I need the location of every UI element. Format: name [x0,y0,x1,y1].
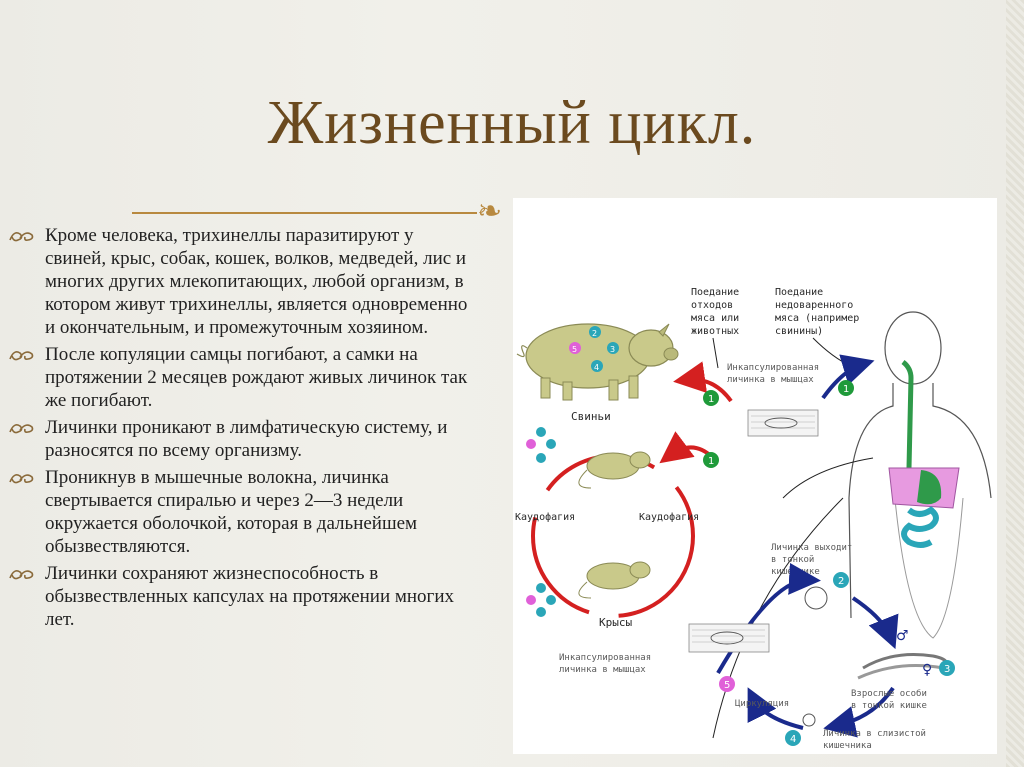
label-caudophagy-left: Каудофагия [515,511,575,523]
label-adults-line2: в тонкой кишке [851,701,927,711]
label-encapsulated-top-line1: Инкапсулированная [727,363,819,373]
label-mucosa-line1: Личинка в слизистой [823,729,926,739]
label-rats: Крысы [599,616,632,629]
svg-text:1: 1 [708,456,714,467]
larva-mucosa [803,714,815,726]
larva-capsule [805,587,827,609]
label-eating-meat-line1: Поедание [775,287,823,298]
rat-bottom-illustration [526,562,650,617]
rat-top-illustration [526,427,650,488]
svg-text:4: 4 [594,363,599,372]
bullet-glyph-icon [8,228,36,244]
slide-title: Жизненный цикл. [0,88,1024,159]
label-eating-waste-line4: животных [691,326,739,337]
bullet-text: Личинки проникают в лимфатическую систем… [45,417,447,461]
human-body-illustration [849,312,991,638]
rat-caudophagy-cycle [533,456,693,616]
label-larva-exits-line1: Личинка выходит [771,543,852,553]
label-eating-waste-line2: отходов [691,300,733,311]
female-symbol: ♀ [922,662,932,678]
bullet-text: Проникнув в мышечные волокна, личинка св… [45,467,417,557]
muscle-cyst-top [748,410,818,436]
step-1-number: 1 [708,394,714,405]
bullet-glyph-icon [8,347,36,363]
step-3-number: 3 [944,664,950,675]
step-5-number: 5 [724,680,730,691]
label-mucosa-line2: кишечника [823,741,872,751]
label-eating-meat-line4: свинины) [775,326,823,337]
svg-text:3: 3 [610,345,615,354]
bullet-item: Кроме человека, трихинеллы паразитируют … [8,224,478,339]
step-2-number: 2 [838,576,844,587]
bullet-text: Личинки сохраняют жизнеспособность в обы… [45,563,454,630]
pointer-line [713,338,718,368]
label-eating-waste: Поедание отходов мяса или животных [691,287,739,337]
bullet-text: Кроме человека, трихинеллы паразитируют … [45,225,467,338]
bullet-item: Личинки сохраняют жизнеспособность в обы… [8,562,478,631]
label-eating-meat: Поедание недоваренного мяса (например св… [775,287,859,337]
label-caudophagy-right: Каудофагия [639,511,699,523]
muscle-cyst-bottom [689,624,769,652]
step-4-number: 4 [790,734,796,745]
title-underline [132,212,477,214]
path-line [783,458,873,498]
svg-text:2: 2 [592,329,597,338]
life-cycle-diagram: Поедание отходов мяса или животных Поеда… [513,198,997,754]
pig-illustration: 2 3 5 4 [517,324,678,400]
label-larva-exits-line3: кишечнике [771,567,820,577]
life-cycle-svg: Поедание отходов мяса или животных Поеда… [513,198,997,754]
label-eating-meat-line2: недоваренного [775,300,853,311]
adult-worms [858,655,946,679]
pointer-line [813,338,851,366]
bullet-item: После копуляции самцы погибают, а самки … [8,343,478,412]
label-encapsulated-bottom-line2: личинка в мышцах [559,665,646,675]
label-eating-meat-line3: мяса (например [775,313,859,324]
label-circulation: Циркуляция [735,699,789,709]
label-adults-line1: Взрослые особи [851,688,927,699]
bullet-item: Личинки проникают в лимфатическую систем… [8,416,478,462]
label-eating-waste-line1: Поедание [691,287,739,298]
label-encapsulated-top-line2: личинка в мышцах [727,375,814,385]
label-pigs: Свиньи [571,410,611,423]
male-symbol: ♂ [896,628,909,644]
label-eating-waste-line3: мяса или [691,313,739,324]
flourish-ornament-icon: ❧ [477,194,502,229]
svg-text:5: 5 [572,345,577,354]
step-1b-number: 1 [843,384,849,395]
bullet-text: После копуляции самцы погибают, а самки … [45,344,467,411]
label-larva-exits-line2: в тонкой [771,555,814,565]
arrow-blue-to-adults [853,598,891,638]
bullet-glyph-icon [8,470,36,486]
bullet-list: Кроме человека, трихинеллы паразитируют … [8,224,478,635]
bullet-item: Проникнув в мышечные волокна, личинка св… [8,466,478,558]
label-encapsulated-bottom-line1: Инкапсулированная [559,653,651,663]
bullet-glyph-icon [8,420,36,436]
bullet-glyph-icon [8,566,36,582]
